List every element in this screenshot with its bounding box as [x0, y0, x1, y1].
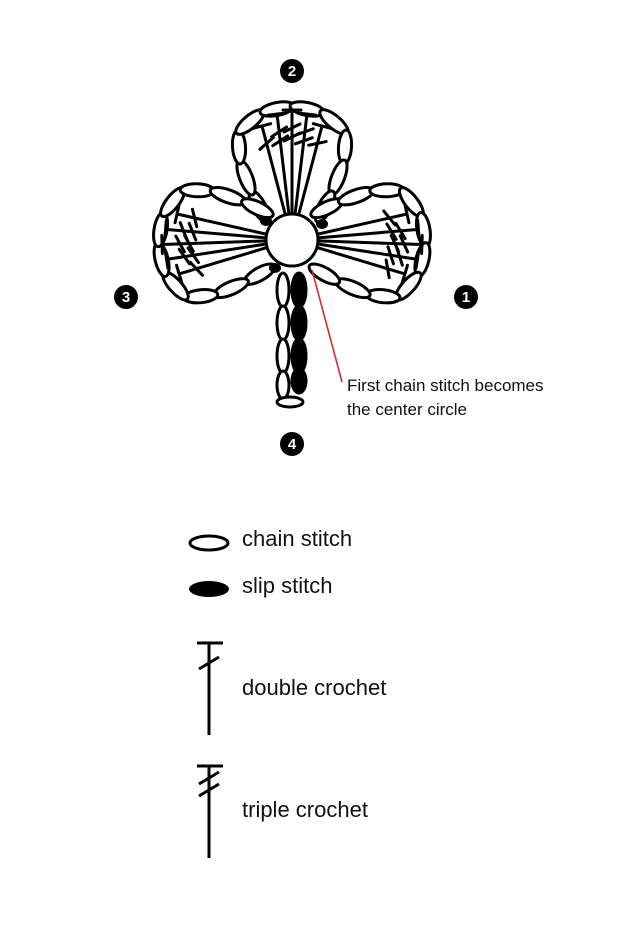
chain-stitch — [307, 262, 342, 286]
legend-triple-label: triple crochet — [242, 797, 368, 822]
triple-crochet-stitch — [266, 111, 291, 216]
stem-chain-stitch — [275, 337, 291, 375]
marker-3: 3 — [114, 285, 138, 309]
legend-chain-label: chain stitch — [242, 526, 352, 551]
stem-chain-stitch — [275, 369, 291, 401]
double-crochet-stitch — [315, 203, 411, 236]
double-crochet-symbol — [197, 641, 223, 735]
stem-slip-stitch — [290, 367, 308, 395]
svg-text:4: 4 — [288, 436, 297, 453]
legend: chain stitch slip stitch double crochet … — [188, 526, 386, 858]
stem-chain-stitch — [275, 271, 291, 309]
marker-1: 1 — [454, 285, 478, 309]
legend-double-crochet: double crochet — [197, 641, 386, 735]
double-crochet-stitch — [315, 245, 409, 285]
chain-stitch — [240, 197, 275, 220]
triple-crochet-stitch — [316, 242, 421, 270]
marker-2: 2 — [280, 59, 304, 83]
legend-slip-label: slip stitch — [242, 573, 332, 598]
legend-double-label: double crochet — [242, 675, 386, 700]
annotation-pointer-line — [311, 269, 343, 383]
triple-crochet-symbol — [197, 764, 223, 858]
junction-slip-stitch — [269, 263, 281, 273]
svg-text:1: 1 — [462, 289, 470, 306]
triple-crochet-stitch — [316, 218, 421, 241]
petal-right — [307, 182, 432, 305]
annotation-line-1: First chain stitch becomes — [347, 376, 544, 395]
legend-slip-stitch: slip stitch — [189, 573, 332, 598]
annotation-line-2: the center circle — [347, 400, 467, 419]
stem-chain-stitch — [275, 304, 291, 342]
slip-stitch-symbol — [189, 581, 229, 597]
chain-stitch-symbol — [188, 534, 230, 552]
legend-triple-crochet: triple crochet — [197, 764, 368, 858]
stem-slip-stitch — [290, 271, 308, 309]
svg-text:3: 3 — [122, 289, 130, 306]
triple-crochet-stitch — [163, 242, 268, 270]
legend-chain-stitch: chain stitch — [188, 526, 352, 552]
double-crochet-stitch — [175, 245, 269, 285]
junction-slip-stitch — [260, 216, 272, 226]
stem — [275, 271, 308, 409]
triple-crochet-stitch — [293, 111, 318, 216]
double-crochet-stitch — [173, 203, 269, 236]
marker-4: 4 — [280, 432, 304, 456]
stem-slip-stitch — [290, 304, 308, 342]
stem-end-chain-stitch — [275, 395, 305, 409]
double-crochet-stitch — [297, 122, 333, 217]
center-circle — [264, 212, 320, 268]
junction-slip-stitch — [316, 219, 328, 229]
petal-left — [152, 182, 277, 305]
double-crochet-stitch — [251, 122, 287, 217]
svg-text:2: 2 — [288, 63, 296, 80]
triple-crochet-stitch — [163, 218, 268, 242]
